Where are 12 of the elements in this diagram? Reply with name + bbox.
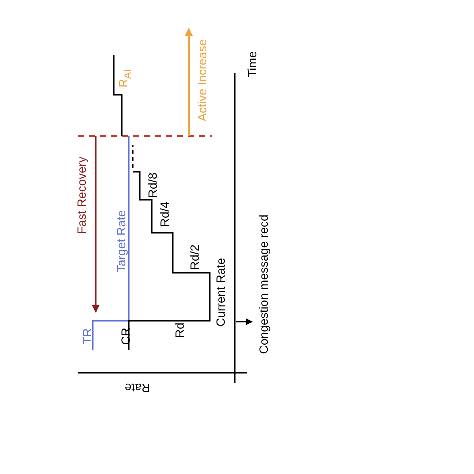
axis-label: Time [246, 50, 260, 78]
step-label: Rd/8 [146, 172, 160, 198]
event-label: Congestion message recd [258, 214, 271, 354]
step-label: Rd/4 [158, 201, 172, 227]
line-label: Current Rate [214, 258, 228, 326]
arrow-label: Active Increase [196, 38, 210, 122]
line-label: TR [82, 328, 94, 344]
axis-label: Rate [124, 380, 150, 394]
arrow-label: Fast Recovery [76, 156, 89, 234]
line-label: Target Rate [116, 210, 129, 272]
step-label: Rd [174, 322, 187, 338]
step-label: Rd/2 [188, 244, 202, 270]
